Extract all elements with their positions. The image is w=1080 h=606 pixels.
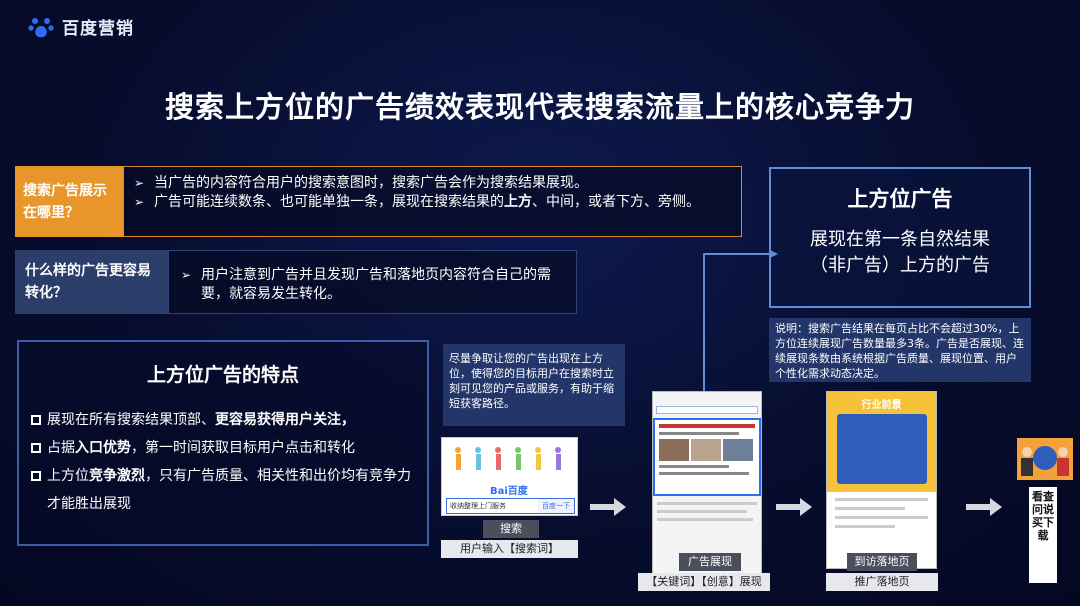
baidu-paw-icon <box>28 17 54 37</box>
upper-ad-title: 上方位广告 <box>847 187 953 211</box>
question-where-ads-show: 搜索广告展示在哪里？ <box>15 166 123 237</box>
conversion-actions-button[interactable]: 看查问说买下载 <box>1029 487 1057 583</box>
question-conversion: 什么样的广告更容易转化？ <box>15 250 168 314</box>
connector-arrow-icon <box>703 250 778 418</box>
tip-note: 尽量争取让您的广告出现在上方位，使得您的目标用户在搜索时立刻可见您的产品或服务，… <box>443 344 625 426</box>
square-bullet-icon <box>31 415 41 425</box>
ad-display-caption: 【关键词】【创意】展现 <box>638 573 770 591</box>
feature-item: 展现在所有搜索结果顶部、更容易获得用户关注， <box>31 406 423 434</box>
upper-ad-definition: 上方位广告 展现在第一条自然结果 （非广告）上方的广告 <box>769 167 1031 308</box>
landing-caption: 推广落地页 <box>826 573 938 591</box>
answer-conversion: ➢用户注意到广告并且发现广告和落地页内容符合自己的需要，就容易发生转化。 <box>168 250 577 314</box>
search-caption: 用户输入【搜索词】 <box>441 540 578 558</box>
square-bullet-icon <box>31 443 41 453</box>
baidu-logo: Bai百度 <box>490 486 528 497</box>
features-title: 上方位广告的特点 <box>146 364 299 386</box>
arrow-bullet-icon: ➢ <box>181 268 192 282</box>
feature-item: 上方位竞争激烈，只有广告质量、相关性和出价均有竞争力才能胜出展现 <box>31 462 423 518</box>
explanation-note: 说明：搜索广告结果在每页占比不会超过30%，上方位连续展现广告数量最多3条。广告… <box>769 318 1031 382</box>
baidu-search-button[interactable]: 百度一下 <box>538 499 574 513</box>
landing-page-screenshot: 行业前景 <box>826 391 937 569</box>
flow-arrow-icon <box>776 498 812 516</box>
brand-name: 百度营销 <box>62 19 134 39</box>
arrow-bullet-icon: ➢ <box>134 195 145 209</box>
flow-arrow-icon <box>966 498 1002 516</box>
search-input[interactable]: 收纳整理上门服务 百度一下 <box>446 498 575 514</box>
arrow-bullet-icon: ➢ <box>134 176 145 190</box>
people-illustration-icon <box>455 447 561 470</box>
ad-result-highlight <box>653 418 761 496</box>
brand-logo: 百度营销 <box>28 14 134 39</box>
serp-phone-screenshot <box>652 391 762 586</box>
ad-display-button: 广告展现 <box>679 553 741 571</box>
business-handshake-icon <box>1017 438 1073 480</box>
search-screenshot: Bai百度 收纳整理上门服务 百度一下 <box>441 437 578 516</box>
flow-arrow-icon <box>590 498 626 516</box>
page-title: 搜索上方位的广告绩效表现代表搜索流量上的核心竞争力 <box>164 90 915 124</box>
landing-banner: 行业前景 <box>861 400 902 411</box>
visit-landing-button: 到访落地页 <box>847 553 917 571</box>
feature-item: 占据入口优势，第一时间获取目标用户点击和转化 <box>31 434 423 462</box>
search-button: 搜索 <box>483 520 539 538</box>
answer-where-ads-show: ➢当广告的内容符合用户的搜索意图时，搜索广告会作为搜索结果展现。 ➢广告可能连续… <box>123 166 742 237</box>
features-panel: 上方位广告的特点 展现在所有搜索结果顶部、更容易获得用户关注， 占据入口优势，第… <box>17 340 429 546</box>
phone-search-bar <box>656 406 758 414</box>
square-bullet-icon <box>31 471 41 481</box>
